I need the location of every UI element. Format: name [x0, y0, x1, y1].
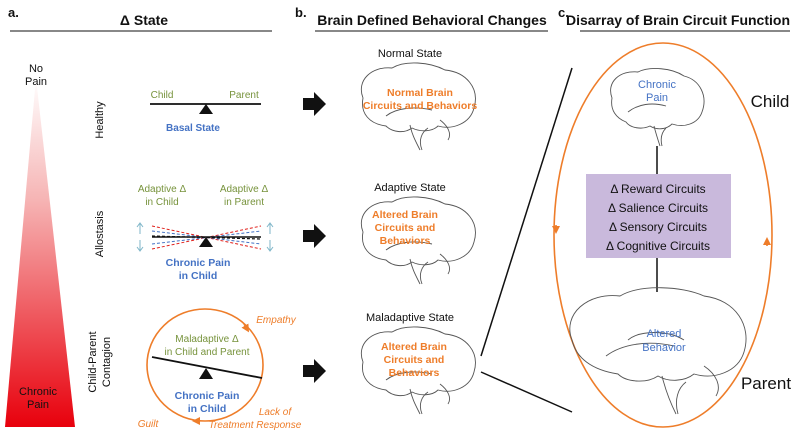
parent-brain-text-line2: Behavior [642, 342, 686, 354]
panel-c-title: Disarray of Brain Circuit Function [566, 12, 790, 28]
circuit-item-salience: Δ Salience Circuits [608, 201, 708, 215]
healthy-child-label: Child [151, 90, 174, 101]
allostasis-fulcrum [199, 237, 213, 247]
adaptive-brain-text-line1: Altered Brain [372, 209, 438, 221]
panel-a-title: Δ State [120, 12, 168, 28]
panel-a-letter: a. [8, 5, 19, 20]
maladaptive-line1: Maladaptive Δ [175, 334, 239, 345]
lack-of-label: Lack of [259, 407, 292, 418]
adaptive-brain-text-line2: Circuits and [375, 222, 436, 234]
maladaptive-brain-text-line1: Altered Brain [381, 341, 447, 353]
cycle-arrow-icon [241, 323, 250, 333]
guilt-label: Guilt [138, 419, 160, 430]
adaptive-child-line1: Adaptive Δ [138, 184, 187, 195]
panel-b-letter: b. [295, 5, 307, 20]
normal-brain-text-line1: Normal Brain [387, 87, 453, 99]
panel-c-letter: c. [558, 5, 569, 20]
circuit-item-sensory: Δ Sensory Circuits [609, 220, 707, 234]
maladaptive-brain-text-line3: Behaviors [389, 367, 440, 379]
right-block-arrow-icon [303, 92, 326, 116]
left-updown-arrow-icon [136, 222, 144, 252]
child-brain-text-line1: Chronic [638, 79, 676, 91]
normal-state-label: Normal State [378, 48, 442, 60]
chronic-pain-label-line1: Chronic [19, 386, 57, 398]
no-pain-label-line1: No [29, 63, 43, 75]
child-label: Child [751, 92, 790, 111]
adaptive-parent-line2: in Parent [224, 197, 264, 208]
circuits-box [586, 174, 731, 258]
brain-outline-maladaptive [360, 326, 476, 415]
parent-label: Parent [741, 374, 791, 393]
right-block-arrow-icon [303, 224, 326, 248]
chronic-pain-label-line2: Pain [27, 399, 49, 411]
basal-state-caption: Basal State [166, 123, 220, 134]
row-label-contagion-line1: Child-Parent [87, 331, 99, 392]
row-label-allostasis: Allostasis [94, 210, 106, 257]
child-parent-cycle-ellipse [553, 42, 773, 428]
adaptive-child-line2: in Child [145, 197, 178, 208]
brain-outline-child [610, 68, 705, 147]
zoom-line-top [480, 67, 573, 357]
contagion-cycle-circle [146, 308, 264, 422]
treatment-response-label: Treatment Response [209, 420, 302, 431]
row-label-healthy: Healthy [94, 101, 106, 139]
circuit-item-cognitive: Δ Cognitive Circuits [606, 239, 710, 253]
contagion-fulcrum [199, 368, 213, 379]
adaptive-parent-line1: Adaptive Δ [220, 184, 269, 195]
empathy-label: Empathy [256, 315, 296, 326]
allostasis-caption-line2: in Child [179, 270, 218, 282]
zoom-line-bottom [480, 371, 573, 413]
maladaptive-brain-text-line2: Circuits and [384, 354, 445, 366]
brain-outline-adaptive [360, 196, 476, 285]
row-label-contagion-line2: Contagion [101, 337, 113, 387]
contagion-caption-line2: in Child [188, 403, 227, 415]
right-updown-arrow-icon [266, 222, 274, 252]
maladaptive-line2: in Child and Parent [164, 347, 249, 358]
parent-brain-text-line1: Altered [647, 328, 682, 340]
adaptive-state-label: Adaptive State [374, 182, 446, 194]
allostasis-oscillating-beams [151, 225, 262, 250]
child-brain-text-line2: Pain [646, 92, 668, 104]
pain-gradient-triangle [5, 78, 75, 427]
maladaptive-state-label: Maladaptive State [366, 312, 454, 324]
adaptive-brain-text-line3: Behaviors [380, 235, 431, 247]
contagion-tilted-beam [151, 356, 263, 379]
no-pain-label-line2: Pain [25, 76, 47, 88]
healthy-fulcrum [199, 104, 213, 114]
allostasis-caption-line1: Chronic Pain [166, 257, 231, 269]
healthy-parent-label: Parent [229, 90, 259, 101]
brain-outline-parent [569, 287, 747, 415]
normal-brain-text-line2: Circuits and Behaviors [363, 100, 478, 112]
panel-b-title: Brain Defined Behavioral Changes [317, 12, 547, 28]
right-block-arrow-icon [303, 359, 326, 383]
brain-outline-normal [360, 62, 476, 151]
circuit-item-reward: Δ Reward Circuits [610, 182, 705, 196]
contagion-caption-line1: Chronic Pain [175, 390, 240, 402]
